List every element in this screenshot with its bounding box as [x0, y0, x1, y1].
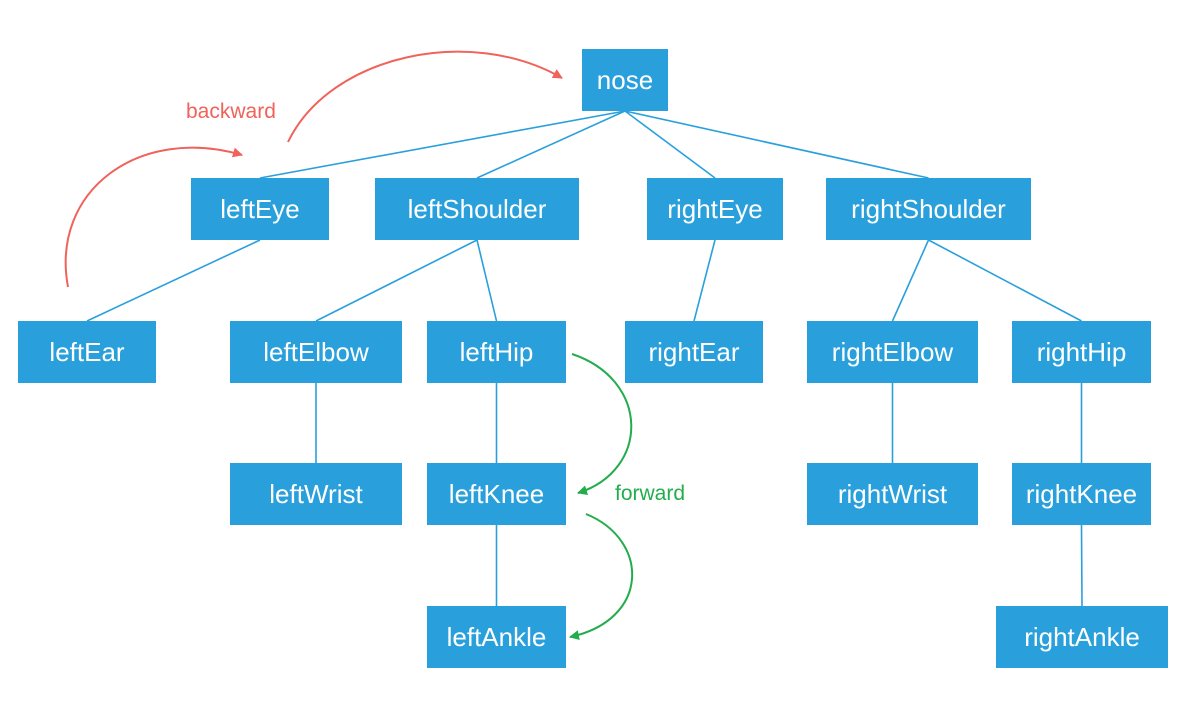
node-right-hip: rightHip	[1012, 321, 1151, 383]
backward-arrow-1	[64, 146, 243, 288]
node-left-hip: leftHip	[427, 321, 566, 383]
edge-rightShoulder-rightHip	[928, 239, 1082, 322]
edge-nose-leftShoulder	[476, 110, 626, 179]
node-nose: nose	[582, 49, 668, 111]
edge-leftEye-leftEar	[86, 239, 261, 322]
edge-rightKnee-rightAnkle	[1080, 524, 1083, 607]
backward-label: backward	[186, 100, 276, 123]
node-left-shoulder: leftShoulder	[375, 178, 579, 240]
node-right-elbow: rightElbow	[807, 321, 978, 383]
node-right-ankle: rightAnkle	[996, 606, 1168, 668]
node-right-eye: rightEye	[647, 178, 783, 240]
edge-nose-rightShoulder	[624, 110, 929, 179]
node-left-ankle: leftAnkle	[427, 606, 566, 668]
node-left-elbow: leftElbow	[230, 321, 402, 383]
backward-arrow-2	[287, 50, 563, 143]
node-left-eye: leftEye	[191, 178, 329, 240]
edge-nose-rightEye	[624, 110, 716, 179]
node-left-ear: leftEar	[18, 321, 156, 383]
edge-rightEye-rightEar	[693, 239, 716, 322]
edge-rightShoulder-rightElbow	[891, 239, 930, 322]
forward-label: forward	[615, 482, 686, 505]
edge-leftShoulder-leftHip	[476, 239, 498, 322]
forward-arrow-2	[569, 513, 633, 641]
edge-leftShoulder-leftElbow	[315, 239, 478, 322]
node-right-shoulder: rightShoulder	[826, 178, 1031, 240]
edge-nose-leftEye	[259, 110, 626, 179]
node-left-knee: leftKnee	[427, 463, 566, 525]
node-right-wrist: rightWrist	[807, 463, 978, 525]
node-left-wrist: leftWrist	[230, 463, 402, 525]
node-right-ear: rightEar	[625, 321, 763, 383]
node-right-knee: rightKnee	[1012, 463, 1151, 525]
forward-arrow-1	[571, 353, 633, 496]
